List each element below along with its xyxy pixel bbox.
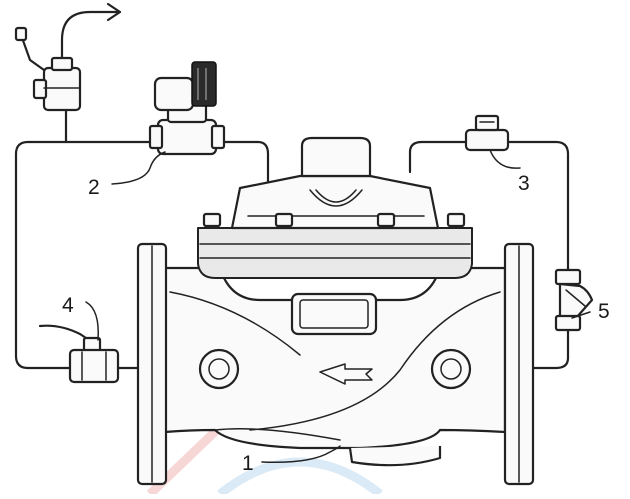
valve-bonnet bbox=[197, 136, 473, 279]
callout-3-label: 3 bbox=[518, 172, 530, 195]
isolation-ball-valve-top bbox=[14, 26, 82, 112]
main-valve-body bbox=[136, 242, 535, 486]
pilot-tubing bbox=[14, 10, 570, 370]
solenoid-valve bbox=[148, 61, 226, 156]
flow-in-arrow-icon bbox=[106, 2, 122, 22]
cover-bolts bbox=[202, 212, 466, 228]
y-strainer bbox=[554, 268, 594, 332]
callout-leaders bbox=[85, 149, 591, 464]
callout-2-label: 2 bbox=[88, 176, 100, 199]
callout-4-label: 4 bbox=[62, 294, 74, 317]
needle-valve bbox=[464, 114, 510, 152]
callout-5-label: 5 bbox=[598, 300, 610, 323]
ball-valve bbox=[38, 324, 120, 384]
callout-1-label: 1 bbox=[242, 452, 254, 475]
flow-direction-arrow-icon bbox=[319, 363, 373, 385]
